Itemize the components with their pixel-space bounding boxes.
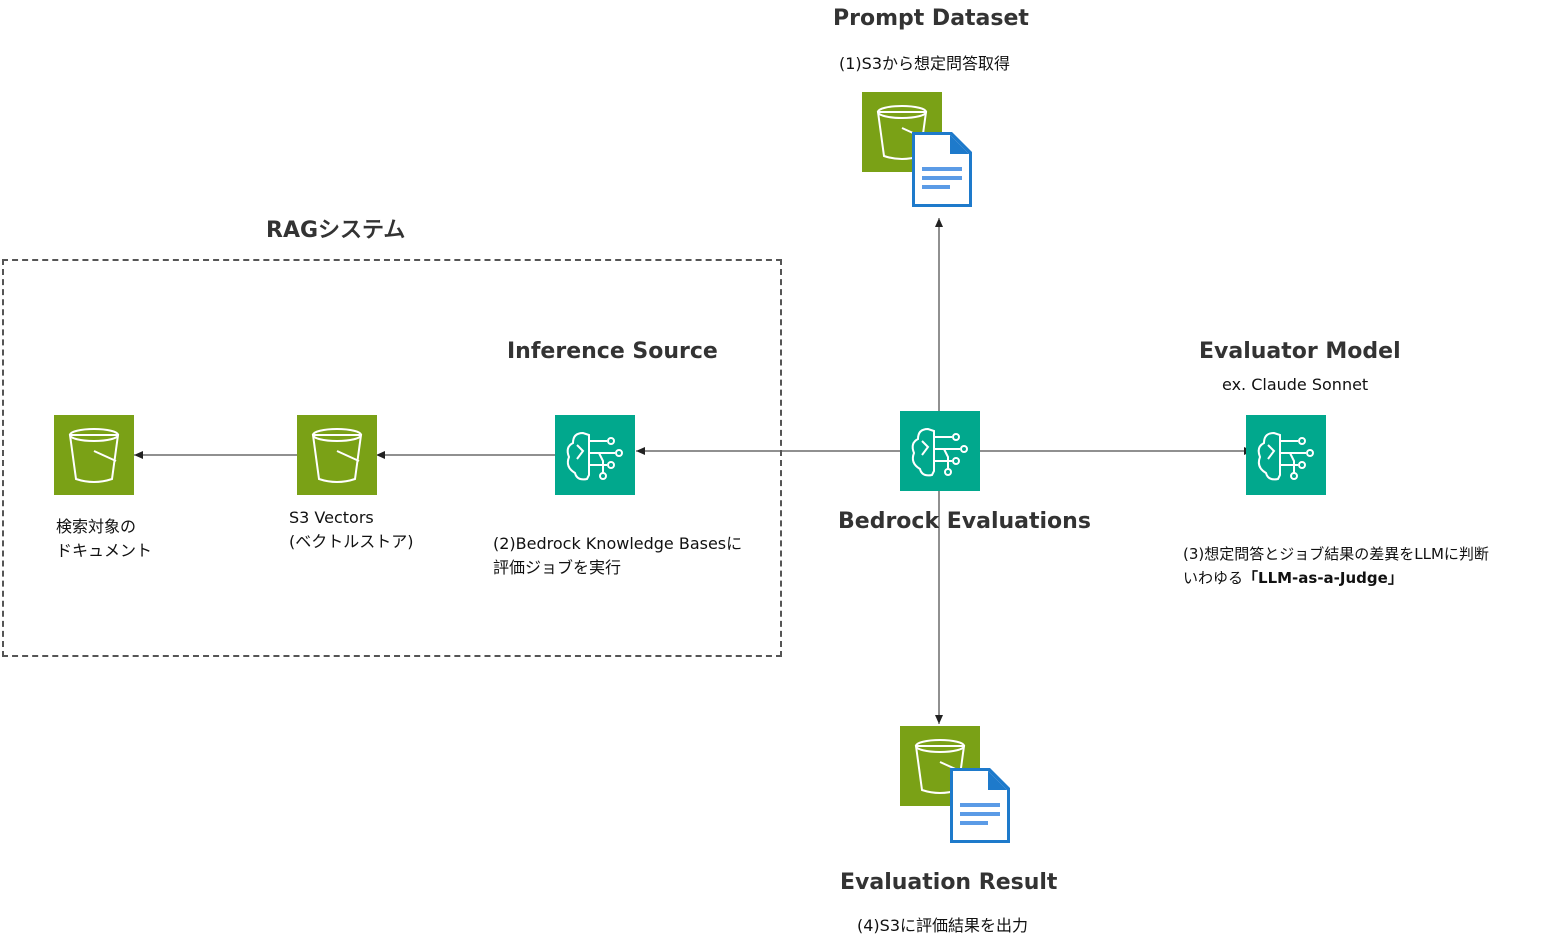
prompt-dataset-title: Prompt Dataset [833,6,1029,31]
s3-document-icon [900,726,1012,844]
s3-document-icon [862,92,974,208]
inference-source-caption-line1: (2)Bedrock Knowledge Basesに [493,534,743,553]
evaluator-model-caption-line2: いわゆる「LLM-as-a-Judge」 [1183,566,1403,590]
inference-source-title: Inference Source [507,339,718,364]
prompt-dataset-caption: (1)S3から想定問答取得 [839,54,1011,73]
evaluator-model-title: Evaluator Model [1199,339,1401,364]
llm-as-a-judge-label: 「LLM-as-a-Judge」 [1243,569,1403,587]
bedrock-evaluations-title: Bedrock Evaluations [838,509,1091,534]
evaluator-model-caption-prefix: いわゆる [1183,569,1244,587]
rag-system-title: RAGシステム [266,218,406,243]
evaluation-result-title: Evaluation Result [840,870,1058,895]
documents-label-line2: ドキュメント [56,541,153,560]
bedrock-brain-icon [555,415,635,495]
inference-source-caption-line2: 評価ジョブを実行 [493,558,622,577]
bedrock-brain-icon [1246,415,1326,495]
documents-label-line1: 検索対象の [56,517,137,536]
evaluation-result-caption: (4)S3に評価結果を出力 [857,916,1029,935]
s3-bucket-icon [54,415,134,495]
bedrock-brain-icon [900,411,980,491]
evaluator-model-caption-line1: (3)想定問答とジョブ結果の差異をLLMに判断 [1183,545,1489,563]
rag-system-group [2,259,782,657]
s3-bucket-icon [297,415,377,495]
s3-vectors-label-line2: (ベクトルストア) [289,532,414,551]
s3-vectors-label-line1: S3 Vectors [289,508,374,527]
evaluator-model-subtitle: ex. Claude Sonnet [1222,375,1369,394]
